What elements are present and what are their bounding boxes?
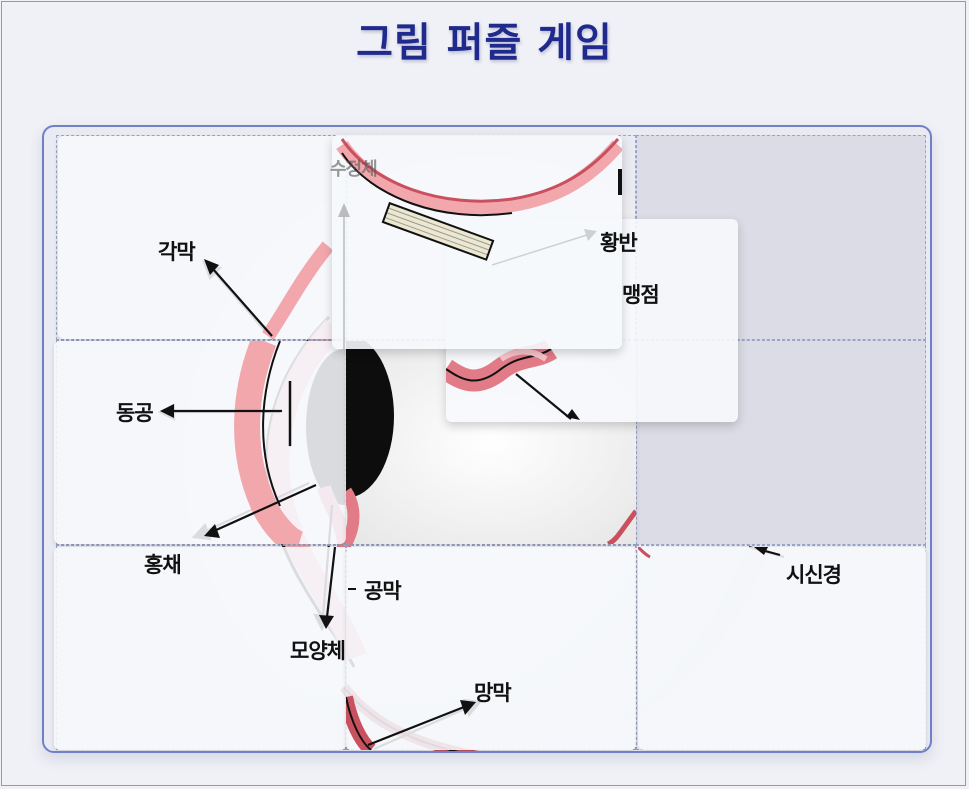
tile-sclera-art (346, 588, 476, 750)
label-retina: 망막 (474, 681, 512, 705)
label-optic-nerve: 시신경 (786, 563, 842, 587)
tile-cornea-art (204, 241, 334, 339)
label-cornea: 각막 (158, 240, 196, 264)
label-macula: 황반 (600, 231, 638, 255)
puzzle-tile-pupil[interactable]: 동공 (54, 341, 346, 544)
tile-optic-nerve-art (638, 547, 781, 559)
tile-pupil-art (160, 341, 317, 544)
tile-iris-art (319, 547, 337, 629)
label-pupil: 동공 (116, 401, 154, 425)
tile-macula-art (446, 339, 580, 420)
puzzle-tile-optic-nerve[interactable] (638, 547, 926, 750)
tile-lens-top-art (336, 138, 622, 349)
label-sclera: 공막 (364, 579, 402, 603)
label-iris: 홍채 (144, 553, 182, 577)
puzzle-tile-lens-top-floating[interactable]: 수정체 황반 (330, 135, 638, 349)
puzzle-tile-iris[interactable]: 홍채 모양체 (54, 547, 346, 750)
page-title: 그림 퍼즐 게임 (356, 20, 613, 66)
puzzle-tile-cornea[interactable]: 각막 (58, 136, 346, 339)
puzzle-tile-sclera[interactable]: 공막 망막 (346, 547, 636, 750)
label-ciliary: 모양체 (290, 639, 346, 663)
label-lens-partial: 수정체 (330, 159, 378, 180)
label-blind-spot: 맹점 (622, 283, 660, 307)
puzzle-board: 각막 동공 홍채 모양체 (42, 125, 932, 753)
